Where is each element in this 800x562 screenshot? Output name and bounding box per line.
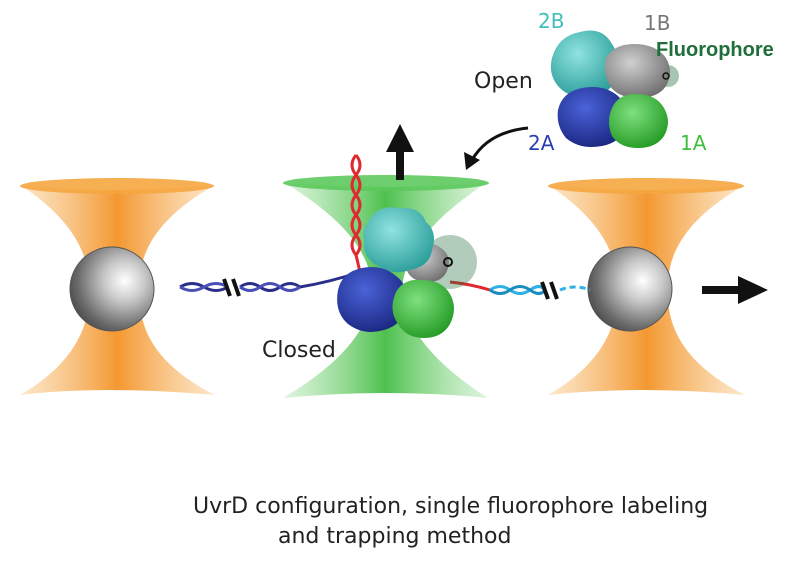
label-closed: Closed [262, 338, 336, 363]
bead-right [587, 246, 673, 332]
figure-caption: UvrD configuration, single fluorophore l… [160, 492, 760, 552]
dna-break-mark-left [222, 278, 241, 297]
curved-arrow-open-to-closed [464, 126, 529, 170]
label-1b: 1B [644, 11, 670, 35]
uvrd-closed [337, 207, 477, 338]
domain-2a-open [557, 87, 627, 147]
domain-1a-open [609, 94, 668, 148]
caption-line-2: and trapping method [278, 524, 512, 549]
fluorophore-dot-open [662, 72, 670, 80]
domain-2a-closed [337, 267, 407, 332]
label-open: Open [474, 69, 533, 94]
fluorophore-dot-closed [443, 257, 453, 267]
label-fluorophore: Fluorophore [656, 39, 774, 61]
label-1a: 1A [680, 131, 707, 155]
arrow-right [702, 276, 768, 304]
domain-2b-closed [363, 207, 434, 273]
uvrd-open [550, 30, 679, 148]
domain-1b-open [604, 44, 670, 98]
bead-left [69, 246, 155, 332]
dna-right-segment [489, 285, 591, 295]
dna-left-segment [179, 270, 361, 292]
label-2a: 2A [528, 131, 555, 155]
caption-line-1: UvrD configuration, single fluorophore l… [193, 494, 709, 519]
arrow-up [386, 124, 414, 180]
label-2b: 2B [538, 9, 564, 33]
domain-2b-open [550, 30, 619, 97]
dna-break-mark-right [540, 281, 559, 300]
domain-1a-closed [392, 279, 454, 338]
